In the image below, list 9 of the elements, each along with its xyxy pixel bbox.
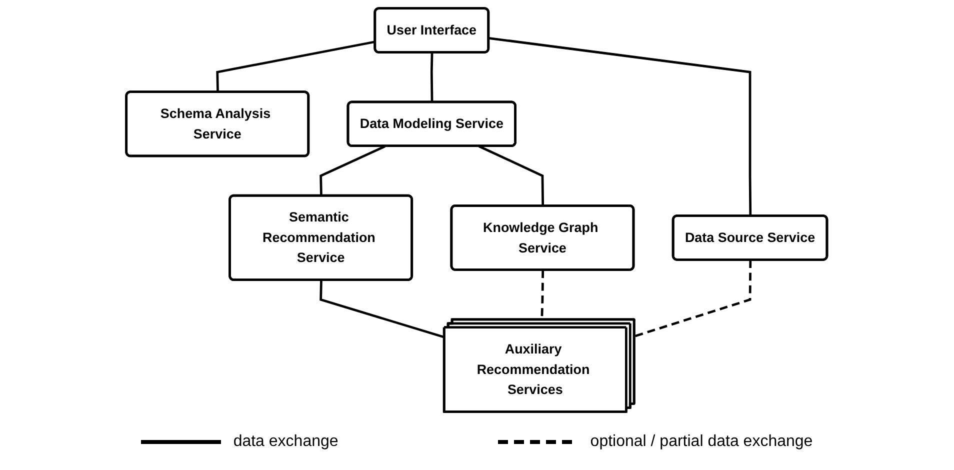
connector xyxy=(216,40,376,92)
connector xyxy=(430,52,434,102)
legend-label: data exchange xyxy=(233,433,338,451)
connector xyxy=(478,145,544,206)
connector xyxy=(634,260,752,338)
connector xyxy=(320,145,386,196)
connector xyxy=(320,280,446,338)
connector xyxy=(488,36,752,216)
legend-label: optional / partial data exchange xyxy=(590,433,813,451)
